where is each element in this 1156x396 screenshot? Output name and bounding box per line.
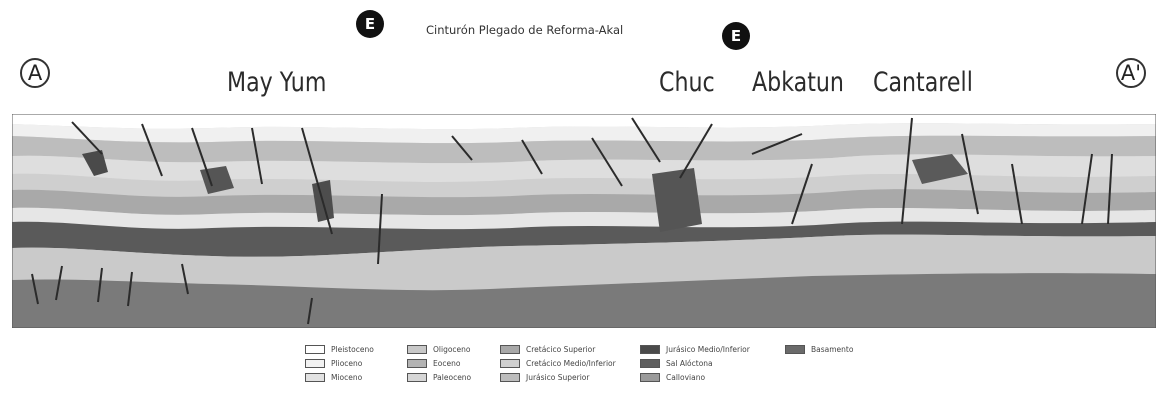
legend-item: Cretácico Superior <box>500 343 595 355</box>
legend-swatch <box>407 359 427 368</box>
legend-item: Jurásico Medio/Inferior <box>640 343 750 355</box>
legend-swatch <box>640 345 660 354</box>
section-start-marker: A <box>20 58 50 88</box>
section-end-marker: A' <box>1116 58 1146 88</box>
legend-item: Jurásico Superior <box>500 371 589 383</box>
legend-item: Mioceno <box>305 371 362 383</box>
legend-swatch <box>785 345 805 354</box>
legend-label: Eoceno <box>433 359 460 368</box>
legend-swatch <box>500 345 520 354</box>
legend-item: Pleistoceno <box>305 343 374 355</box>
legend-swatch <box>305 359 325 368</box>
legend-item: Oligoceno <box>407 343 471 355</box>
legend-swatch <box>305 345 325 354</box>
legend-label: Sal Alóctona <box>666 359 713 368</box>
legend-label: Cretácico Superior <box>526 345 595 354</box>
legend-swatch <box>640 359 660 368</box>
legend-label: Plioceno <box>331 359 362 368</box>
legend-item: Sal Alóctona <box>640 357 713 369</box>
legend-label: Cretácico Medio/Inferior <box>526 359 616 368</box>
legend-swatch <box>640 373 660 382</box>
belt-marker-left-label: E <box>365 15 375 33</box>
legend-label: Oligoceno <box>433 345 471 354</box>
belt-marker-right: E <box>722 22 750 50</box>
legend: Pleistoceno Plioceno Mioceno Oligoceno E… <box>305 340 885 396</box>
legend-swatch <box>305 373 325 382</box>
legend-label: Mioceno <box>331 373 362 382</box>
legend-item: Eoceno <box>407 357 460 369</box>
legend-label: Jurásico Medio/Inferior <box>666 345 750 354</box>
legend-swatch <box>407 345 427 354</box>
legend-item: Basamento <box>785 343 853 355</box>
section-end-label: A' <box>1121 61 1141 85</box>
legend-item: Cretácico Medio/Inferior <box>500 357 616 369</box>
field-label-chuc: Chuc <box>659 67 715 98</box>
legend-label: Calloviano <box>666 373 705 382</box>
legend-item: Plioceno <box>305 357 362 369</box>
legend-label: Pleistoceno <box>331 345 374 354</box>
field-label-abkatun: Abkatun <box>752 67 844 98</box>
legend-label: Basamento <box>811 345 853 354</box>
legend-label: Paleoceno <box>433 373 471 382</box>
legend-item: Calloviano <box>640 371 705 383</box>
legend-swatch <box>500 359 520 368</box>
section-start-label: A <box>28 61 42 85</box>
belt-marker-right-label: E <box>731 27 741 45</box>
legend-swatch <box>500 373 520 382</box>
legend-item: Paleoceno <box>407 371 471 383</box>
belt-marker-left: E <box>356 10 384 38</box>
belt-label: Cinturón Plegado de Reforma-Akal <box>426 23 623 37</box>
field-label-may-yum: May Yum <box>227 67 326 98</box>
geologic-cross-section <box>12 114 1156 328</box>
legend-label: Jurásico Superior <box>526 373 589 382</box>
field-label-cantarell: Cantarell <box>873 67 973 98</box>
legend-swatch <box>407 373 427 382</box>
